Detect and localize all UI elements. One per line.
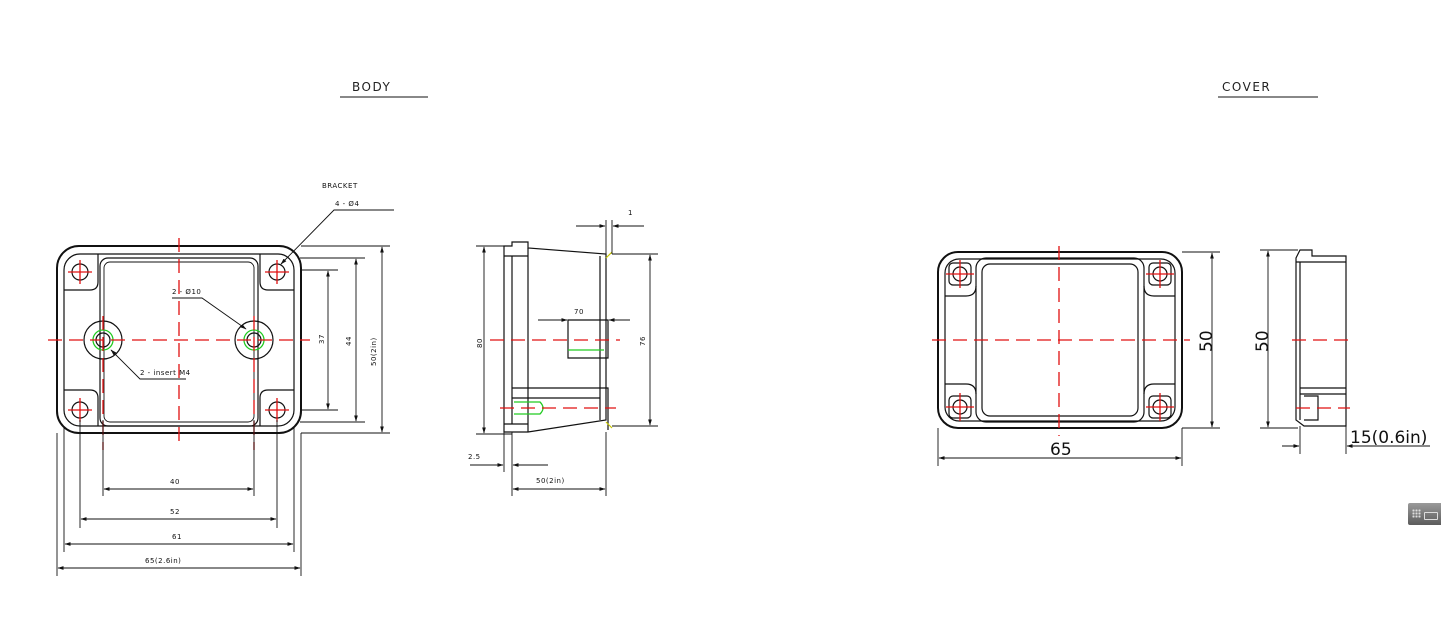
- body-cavity-outline: [99, 257, 259, 427]
- bracket-label: BRACKET: [322, 182, 358, 190]
- body-side-view: 1 70 80 76 2.5 50(2in): [468, 209, 658, 496]
- dim-52: 52: [170, 508, 180, 516]
- dim-37: 37: [318, 334, 326, 344]
- cover-screw-pocket: [946, 393, 974, 421]
- body-title: BODY: [340, 80, 428, 98]
- dim-70: 70: [574, 308, 584, 316]
- dim-76: 76: [639, 336, 647, 346]
- svg-text:BODY: BODY: [352, 80, 391, 94]
- dim-50-cover: 50: [1197, 330, 1217, 352]
- cover-front-view: 50 65: [932, 246, 1220, 466]
- dim-44: 44: [345, 336, 353, 346]
- bracket-hole: [265, 398, 289, 422]
- keyboard-glyph: [1424, 512, 1438, 520]
- dim-65-in: 65(2.6in): [145, 557, 181, 565]
- grid-icon: [1412, 509, 1421, 518]
- dim-50-in: 50(2in): [370, 337, 378, 366]
- dim-65-cover: 65: [1050, 440, 1072, 460]
- dim-15-in: 15(0.6in): [1350, 428, 1427, 448]
- dim-61: 61: [172, 533, 182, 541]
- holes-label: 2 - Ø10: [172, 288, 201, 296]
- dim-40: 40: [170, 478, 180, 486]
- cover-title: COVER: [1218, 80, 1318, 98]
- body-top-view: BRACKET 4 - Ø4 2 - Ø10 2 - insert M4 37 …: [48, 182, 394, 576]
- bracket-hole: [265, 260, 289, 284]
- keyboard-icon[interactable]: [1408, 503, 1441, 525]
- cover-side-view: 50 15(0.6in): [1253, 249, 1430, 454]
- bracket-holes-label: 4 - Ø4: [335, 200, 359, 208]
- svg-text:COVER: COVER: [1222, 80, 1271, 94]
- cover-screw-pocket: [1146, 260, 1174, 288]
- cover-screw-pocket: [1146, 393, 1174, 421]
- bracket-hole: [68, 398, 92, 422]
- dim-1: 1: [628, 209, 633, 217]
- dim-80: 80: [476, 338, 484, 348]
- dim-50-side: 50(2in): [536, 477, 565, 485]
- insert-label: 2 - insert M4: [140, 369, 191, 377]
- cover-screw-pocket: [946, 260, 974, 288]
- dim-2-5: 2.5: [468, 453, 481, 461]
- dim-50-cover-side: 50: [1253, 330, 1273, 352]
- bracket-hole: [68, 260, 92, 284]
